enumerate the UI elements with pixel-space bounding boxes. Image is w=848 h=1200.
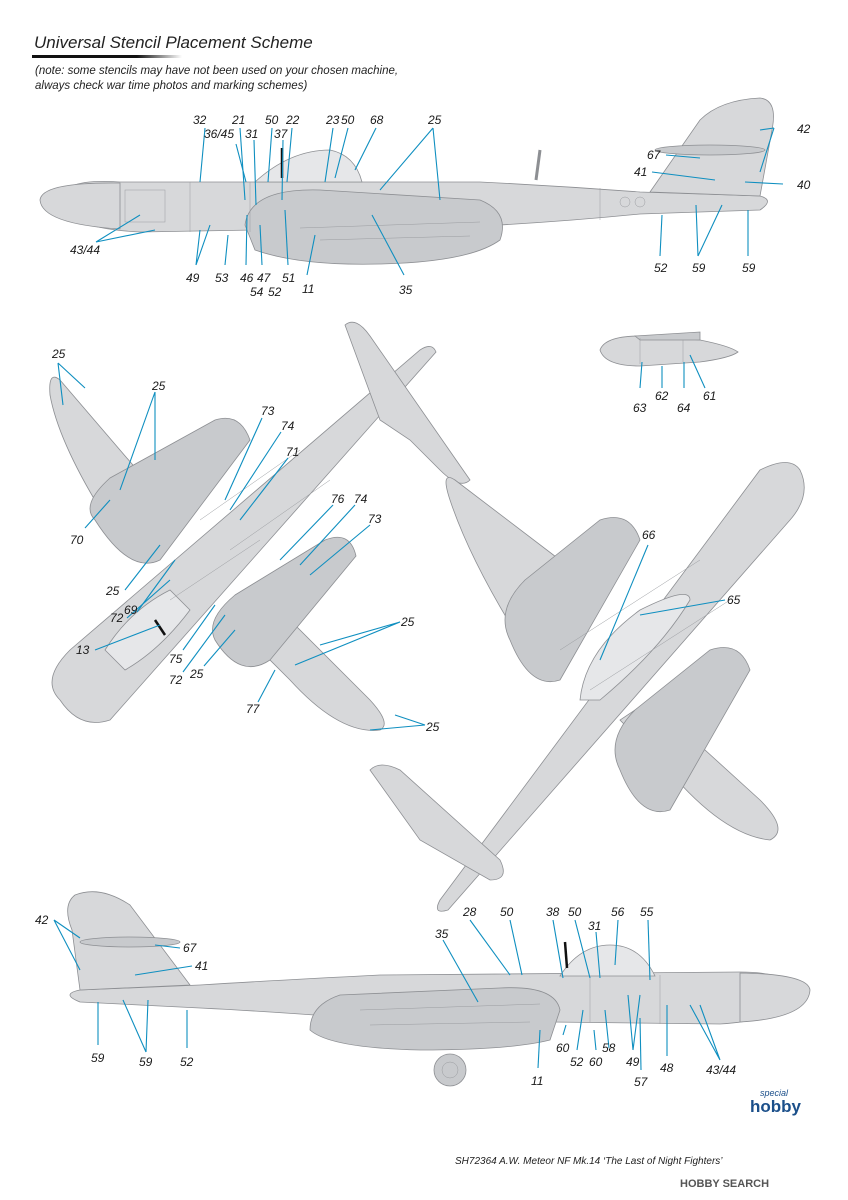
label-top-view-12: 13 (76, 643, 90, 657)
label-side-top-5: 37 (274, 127, 289, 141)
label-side-bottom-8: 56 (611, 905, 625, 919)
label-top-view-17: 77 (246, 702, 261, 716)
label-top-view-3: 74 (281, 419, 295, 433)
label-top-view-11: 69 (124, 603, 138, 617)
label-side-bottom-17: 60 (589, 1055, 603, 1069)
placement-note: (note: some stencils may have not been u… (35, 64, 398, 94)
label-bottom-view-0: 66 (642, 528, 656, 542)
label-side-top-8: 50 (341, 113, 355, 127)
label-side-top-12: 67 (647, 148, 662, 162)
label-side-top-19: 54 (250, 285, 264, 299)
label-side-top-4: 50 (265, 113, 279, 127)
label-side-top-14: 40 (797, 178, 811, 192)
label-side-bottom-3: 28 (462, 905, 477, 919)
label-top-view-5: 70 (70, 533, 84, 547)
label-top-view-4: 71 (286, 445, 299, 459)
label-side-top-2: 21 (231, 113, 245, 127)
label-tank-1: 62 (655, 389, 669, 403)
label-side-bottom-19: 49 (626, 1055, 640, 1069)
side-view-lower (67, 891, 811, 1087)
label-top-view-15: 25 (189, 667, 204, 681)
label-side-bottom-5: 38 (546, 905, 560, 919)
stencil-labels: 32 36/45 21 31 50 37 22 23 50 68 25 42 6… (35, 113, 811, 1089)
plan-view-upper (49, 321, 471, 731)
label-side-top-0: 32 (193, 113, 207, 127)
label-side-top-1: 36/45 (204, 127, 234, 141)
label-top-view-1: 25 (151, 379, 166, 393)
label-side-top-27: 59 (742, 261, 756, 275)
label-side-bottom-13: 52 (180, 1055, 194, 1069)
label-side-bottom-9: 55 (640, 905, 654, 919)
label-side-bottom-22: 43/44 (706, 1063, 736, 1077)
label-side-top-20: 47 (257, 271, 272, 285)
plan-view-lower (369, 462, 805, 912)
label-side-bottom-16: 52 (570, 1055, 584, 1069)
label-side-bottom-6: 50 (568, 905, 582, 919)
label-side-top-22: 51 (282, 271, 295, 285)
label-top-view-18: 25 (425, 720, 440, 734)
page-title: Universal Stencil Placement Scheme (34, 33, 313, 52)
label-side-top-11: 42 (797, 122, 811, 136)
label-top-view-6: 76 (331, 492, 345, 506)
label-tank-3: 61 (703, 389, 716, 403)
label-top-view-16: 25 (400, 615, 415, 629)
label-side-bottom-18: 58 (602, 1041, 616, 1055)
label-side-top-21: 52 (268, 285, 282, 299)
label-side-bottom-20: 57 (634, 1075, 649, 1089)
label-side-top-16: 49 (186, 271, 200, 285)
label-side-top-23: 11 (302, 282, 314, 296)
label-side-bottom-4: 50 (500, 905, 514, 919)
label-tank-0: 63 (633, 401, 647, 415)
label-top-view-0: 25 (51, 347, 66, 361)
label-top-view-9: 25 (105, 584, 120, 598)
label-side-bottom-14: 11 (531, 1074, 543, 1088)
label-side-bottom-11: 59 (91, 1051, 105, 1065)
label-side-bottom-12: 59 (139, 1055, 153, 1069)
note-line-1: (note: some stencils may have not been u… (35, 65, 399, 77)
label-side-top-26: 59 (692, 261, 706, 275)
label-side-top-7: 23 (325, 113, 340, 127)
label-side-top-15: 43/44 (70, 243, 100, 257)
footer-caption: SH72364 A.W. Meteor NF Mk.14 ‘The Last o… (455, 1156, 723, 1167)
watermark: HOBBY SEARCH (680, 1178, 770, 1190)
label-tank-2: 64 (677, 401, 691, 415)
label-side-top-9: 68 (370, 113, 384, 127)
label-top-view-7: 74 (354, 492, 368, 506)
label-side-top-13: 41 (634, 165, 647, 179)
label-side-bottom-21: 48 (660, 1061, 674, 1075)
label-side-bottom-7: 31 (588, 919, 601, 933)
title-underline (32, 55, 182, 58)
label-side-bottom-0: 42 (35, 913, 49, 927)
label-side-bottom-2: 41 (195, 959, 208, 973)
label-side-top-6: 22 (285, 113, 300, 127)
brand-logo-hobby: hobby (750, 1097, 801, 1116)
label-top-view-10: 72 (110, 611, 124, 625)
drop-tank-view (599, 331, 739, 367)
label-side-top-10: 25 (427, 113, 442, 127)
label-side-bottom-10: 35 (435, 927, 449, 941)
label-side-bottom-15: 60 (556, 1041, 570, 1055)
label-side-top-24: 35 (399, 283, 413, 297)
label-side-top-25: 52 (654, 261, 668, 275)
label-top-view-8: 73 (368, 512, 382, 526)
note-line-2: always check war time photos and marking… (35, 80, 308, 92)
brand-logo-special: special (760, 1088, 789, 1098)
label-top-view-13: 75 (169, 652, 183, 666)
label-side-top-18: 46 (240, 271, 254, 285)
side-view-upper (39, 97, 774, 265)
label-side-top-17: 53 (215, 271, 229, 285)
label-top-view-14: 72 (169, 673, 183, 687)
label-side-bottom-1: 67 (183, 941, 198, 955)
leader-lines (53, 127, 784, 1071)
label-side-top-3: 31 (245, 127, 258, 141)
label-bottom-view-1: 65 (727, 593, 741, 607)
label-top-view-2: 73 (261, 404, 275, 418)
